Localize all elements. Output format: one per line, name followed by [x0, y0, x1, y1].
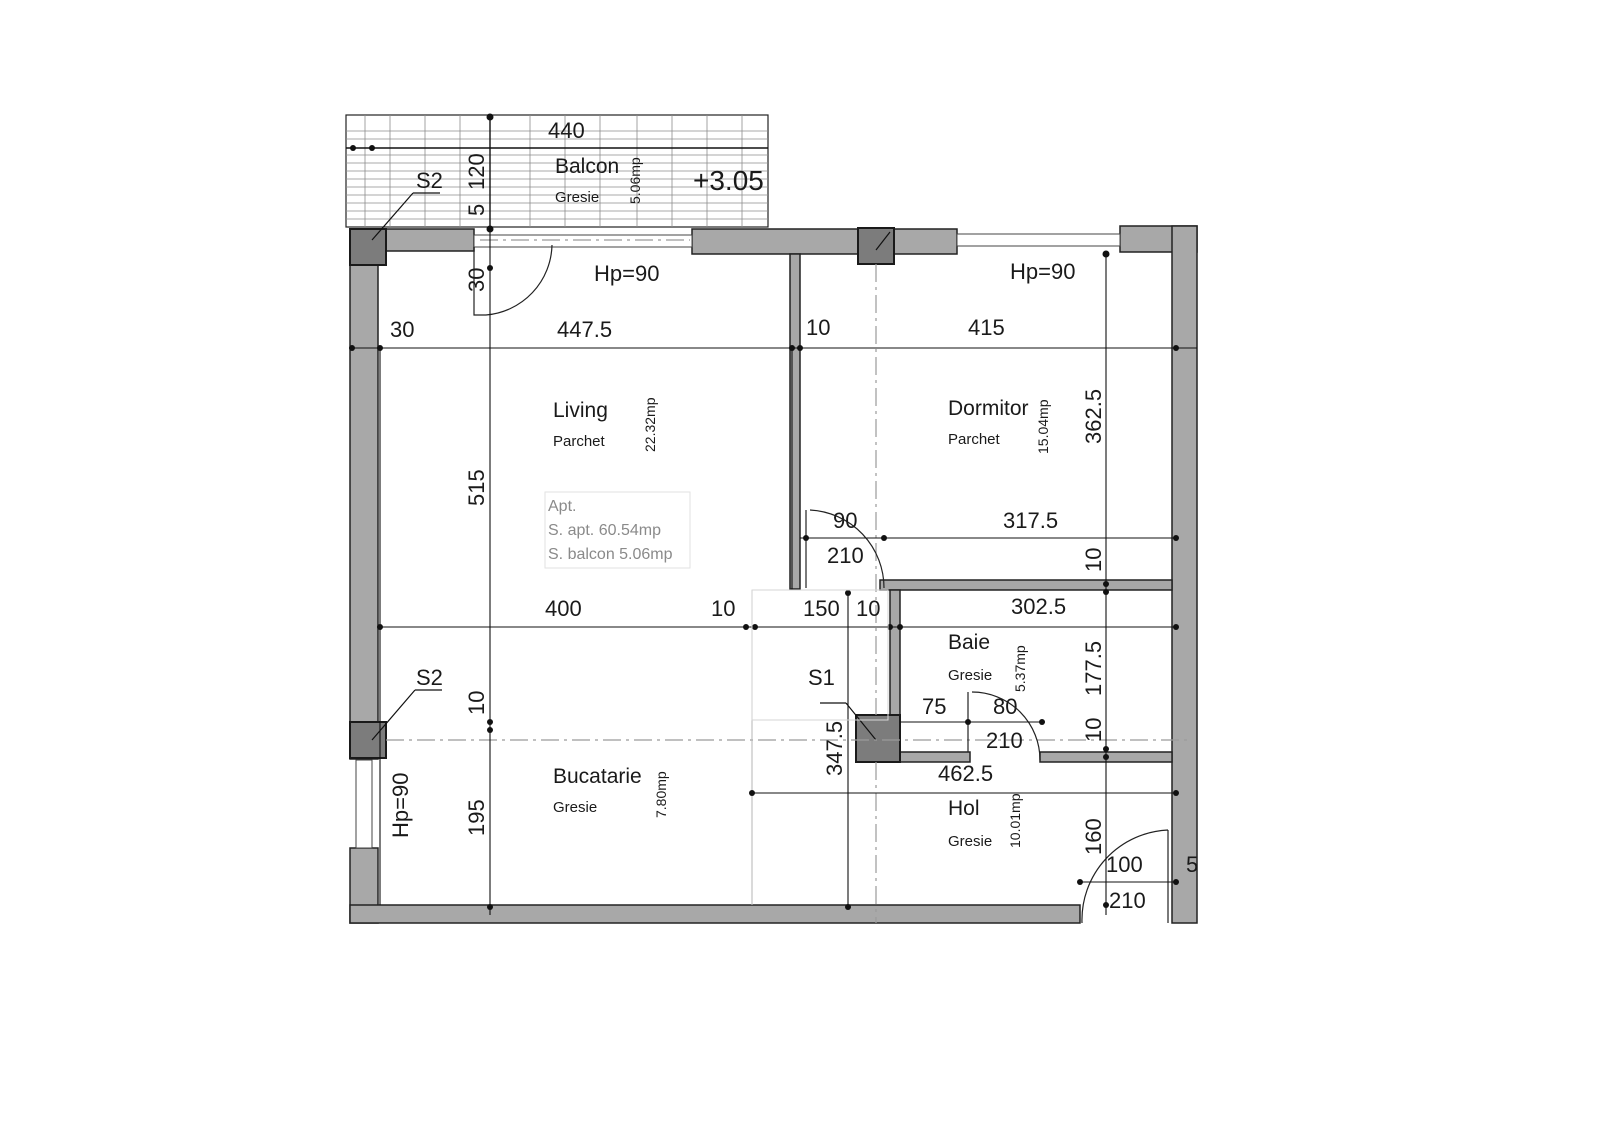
room-floor-baie: Gresie	[948, 667, 992, 684]
room-floor-living: Parchet	[553, 433, 606, 450]
room-floor-bucatarie: Gresie	[553, 799, 597, 816]
apartment-info-box	[544, 491, 691, 569]
dim-bath-height: 177.5	[1081, 641, 1106, 696]
level-marker: +3.05	[693, 165, 764, 196]
room-area-baie: 5.37mp	[1012, 645, 1028, 692]
dim-dorm-door-height: 210	[827, 543, 864, 568]
dim-balcony-offset: 5	[464, 204, 489, 216]
dimension-lines	[350, 232, 1197, 915]
dim-edge-cut: 5	[1186, 852, 1198, 877]
room-area-balcon: 5.06mp	[627, 157, 643, 204]
dim-hall-vertical: 160	[1081, 818, 1106, 855]
hall-outline	[751, 589, 889, 721]
room-area-living: 22.32mp	[642, 397, 658, 452]
window-height-living: Hp=90	[594, 261, 659, 286]
dim-kitchen-height: 195	[464, 799, 489, 836]
dim-living-door-offset: 30	[464, 268, 489, 292]
apartment-info-balcony: S. balcon 5.06mp	[548, 546, 673, 563]
window-height-kitchen: Hp=90	[388, 773, 413, 838]
dim-dorm-left: 10	[806, 315, 830, 340]
dim-dorm-inner: 317.5	[1003, 508, 1058, 533]
window-height-dormitor: Hp=90	[1010, 259, 1075, 284]
room-name-dormitor: Dormitor	[948, 397, 1029, 420]
dimension-dots	[349, 250, 1179, 910]
dim-bath-wall: 10	[1081, 718, 1106, 742]
room-floor-dormitor: Parchet	[948, 431, 1001, 448]
axis-lines	[386, 239, 1190, 923]
dim-kitchen-wall2: 10	[464, 691, 489, 715]
apartment-info-title: Apt.	[548, 498, 576, 515]
room-name-living: Living	[553, 399, 608, 422]
dim-hall-height: 347.5	[822, 721, 847, 776]
room-name-baie: Baie	[948, 631, 990, 654]
room-name-balcon: Balcon	[555, 155, 619, 178]
dim-hall-b: 10	[856, 596, 880, 621]
dim-entry-door-width: 100	[1106, 852, 1143, 877]
dim-kitchen-width: 400	[545, 596, 582, 621]
room-name-bucatarie: Bucatarie	[553, 765, 642, 788]
room-area-dormitor: 15.04mp	[1035, 399, 1051, 454]
dim-bath-width: 302.5	[1011, 594, 1066, 619]
dim-entry-door-height: 210	[1109, 888, 1146, 913]
columns	[349, 192, 901, 763]
room-area-hol: 10.01mp	[1007, 793, 1023, 848]
apartment-info-area: S. apt. 60.54mp	[548, 522, 661, 539]
dim-bath-left: 75	[922, 694, 946, 719]
room-floor-balcon: Gresie	[555, 189, 599, 206]
dim-hall-a: 150	[803, 596, 840, 621]
room-floor-hol: Gresie	[948, 833, 992, 850]
dim-balcony-width: 440	[548, 118, 585, 143]
column-label-s2-top: S2	[416, 168, 443, 193]
doors	[473, 244, 1169, 924]
dim-bath-door-width: 80	[993, 694, 1017, 719]
room-area-bucatarie: 7.80mp	[653, 771, 669, 818]
balcony-area	[345, 113, 769, 233]
dim-balcony-depth: 120	[464, 153, 489, 190]
dim-living-width: 447.5	[557, 317, 612, 342]
dim-dorm-height: 362.5	[1081, 389, 1106, 444]
dim-living-left: 30	[390, 317, 414, 342]
dim-living-height: 515	[464, 469, 489, 506]
dim-hall-width: 462.5	[938, 761, 993, 786]
dim-dorm-wall: 10	[1081, 548, 1106, 572]
dim-dorm-door-width: 90	[833, 508, 857, 533]
room-name-hol: Hol	[948, 797, 980, 820]
walls	[349, 225, 1198, 924]
dim-bath-door-height: 210	[986, 728, 1023, 753]
dim-kitchen-wall: 10	[711, 596, 735, 621]
dim-dorm-width: 415	[968, 315, 1005, 340]
column-label-s1: S1	[808, 665, 835, 690]
column-label-s2-bottom: S2	[416, 665, 443, 690]
